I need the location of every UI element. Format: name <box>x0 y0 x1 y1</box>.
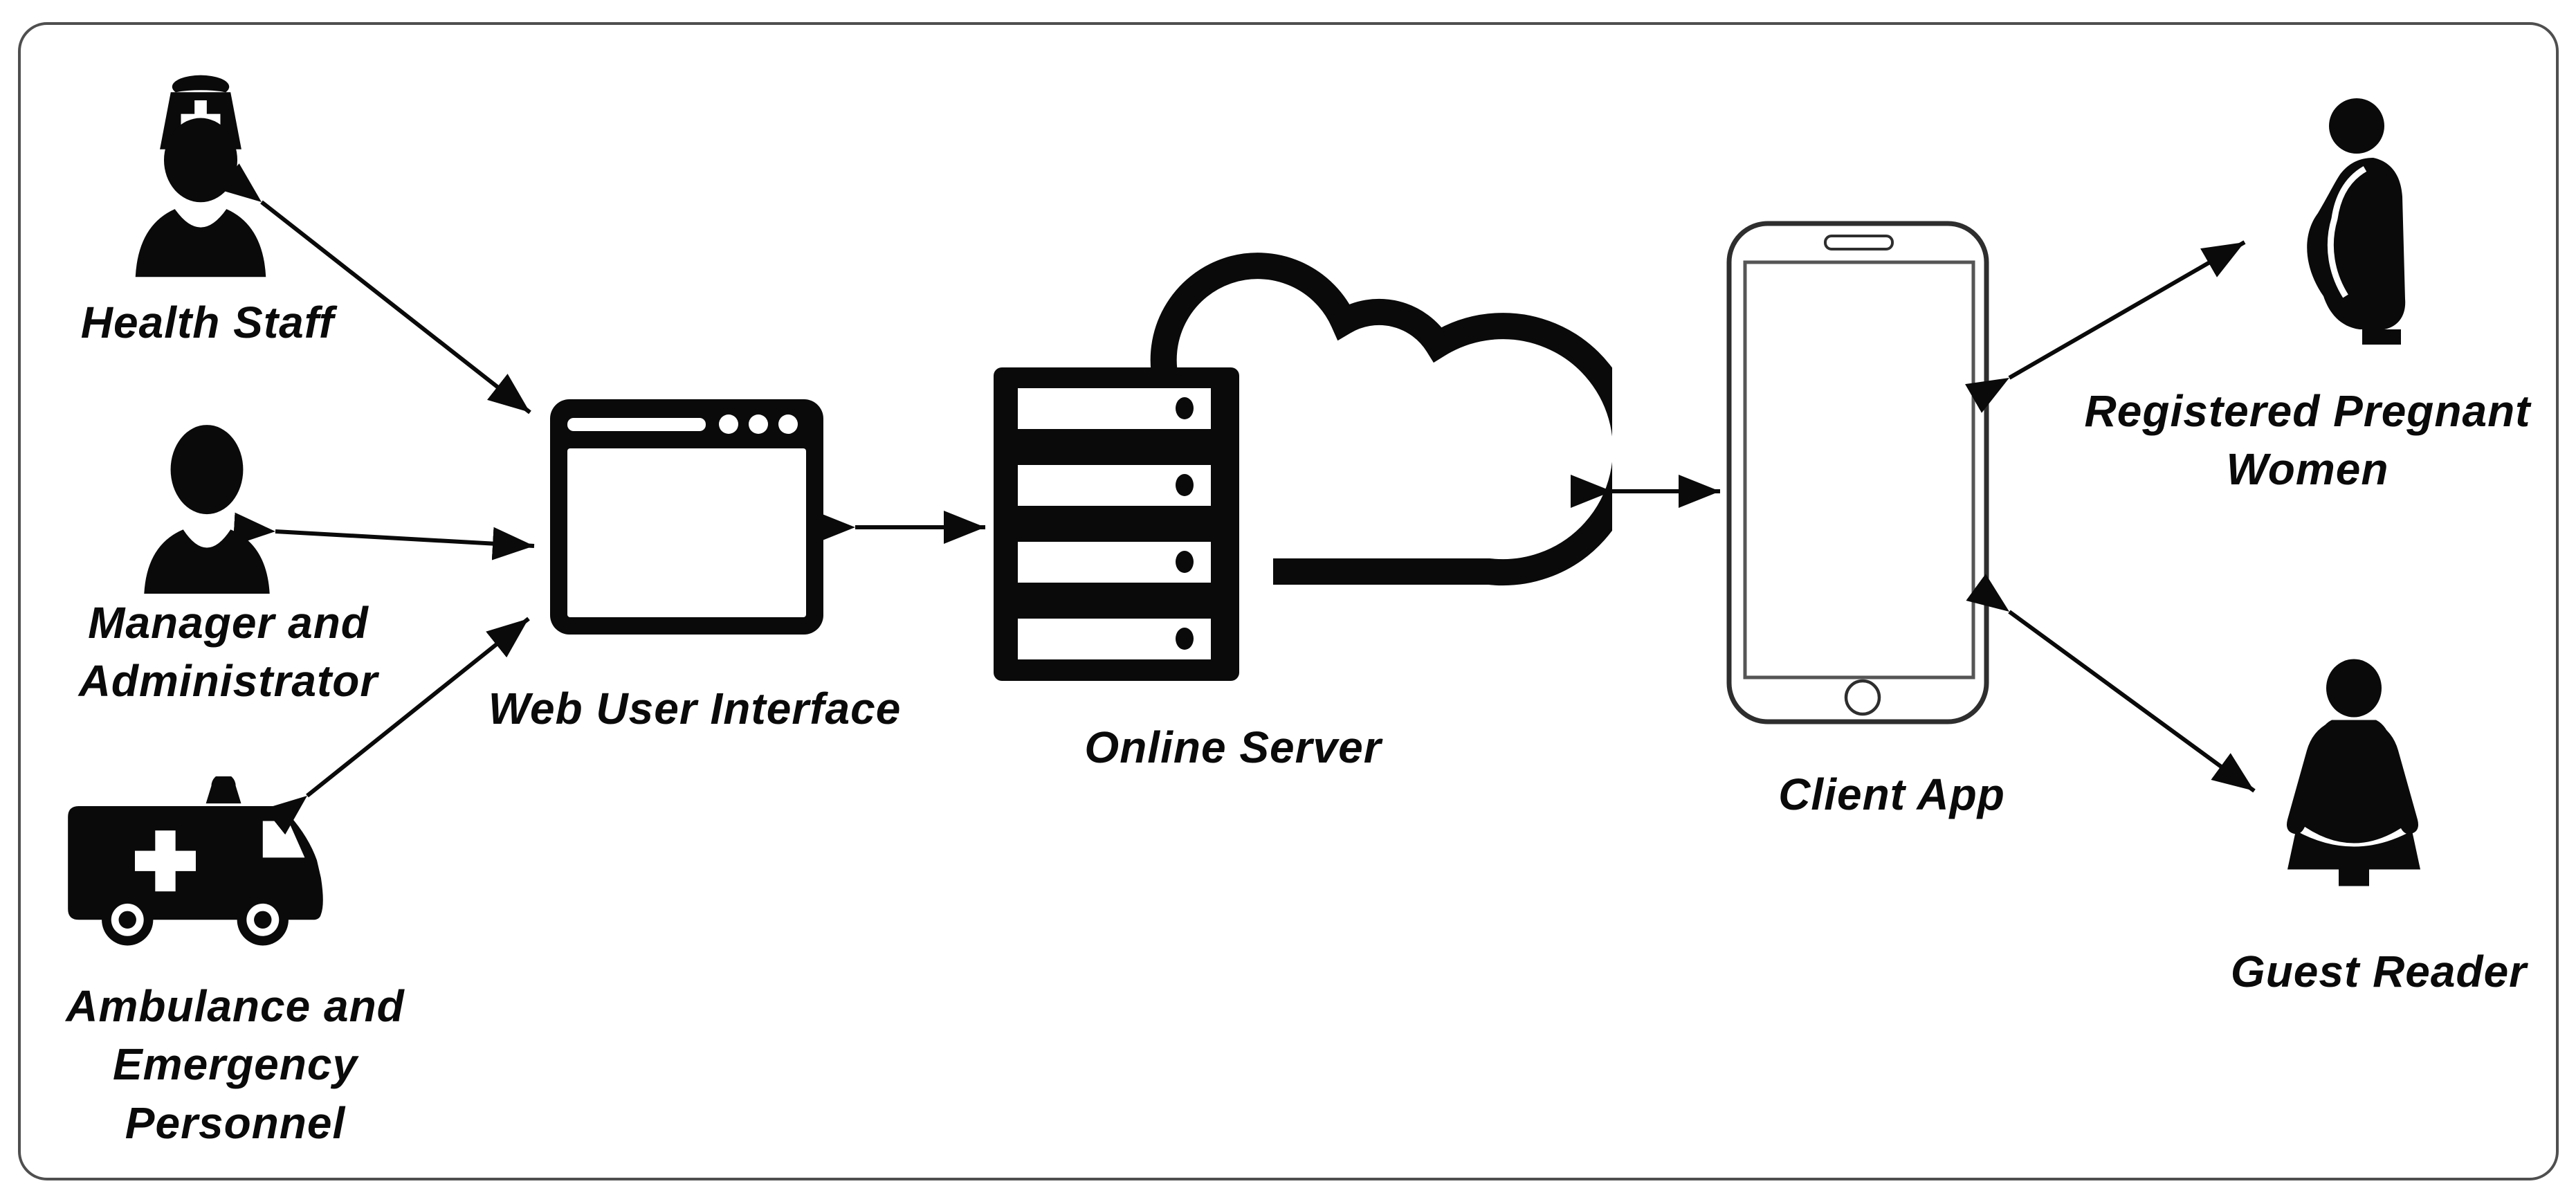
woman-icon <box>2287 659 2420 886</box>
diagram-border <box>18 22 2559 1180</box>
smartphone-icon <box>1726 221 1989 724</box>
server-rack <box>994 367 1239 681</box>
arrow-client-app-guest-reader <box>1966 574 2256 793</box>
client-app-label: Client App <box>1778 769 2005 819</box>
guest-reader-label: Guest Reader <box>2230 947 2528 996</box>
ambulance-icon <box>68 776 323 946</box>
arrow-manager-web-ui <box>232 512 535 560</box>
arrow-client-app-pregnant-women <box>1965 240 2246 413</box>
online-server-label: Online Server <box>1084 722 1382 772</box>
pregnant-woman-icon <box>2307 98 2406 345</box>
ambulance-personnel-label: Ambulance and Emergency Personnel <box>66 981 405 1148</box>
browser-window-icon <box>550 399 823 635</box>
arrow-health-staff-web-ui <box>218 163 531 414</box>
server-rack-cloud-icon <box>994 253 1612 681</box>
arrow-ambulance-web-ui <box>264 617 530 835</box>
